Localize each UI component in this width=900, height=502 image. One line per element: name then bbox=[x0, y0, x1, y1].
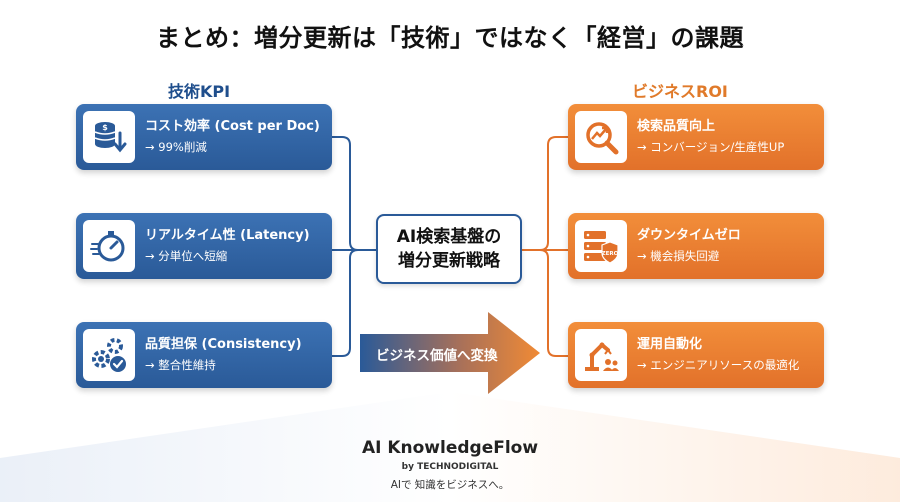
right-heading: ビジネスROI bbox=[632, 82, 728, 101]
center-line-1: AI検索基盤の bbox=[396, 227, 502, 247]
card-subtitle: → コンバージョン/生産性UP bbox=[637, 140, 785, 154]
zero-badge: ZERO bbox=[602, 251, 619, 257]
gears-check-icon bbox=[83, 329, 135, 381]
roi-card-search-quality: 検索品質向上 → コンバージョン/生産性UP bbox=[568, 104, 824, 170]
center-strategy-box: AI検索基盤の 増分更新戦略 bbox=[376, 214, 522, 284]
kpi-card-consistency: 品質担保 (Consistency) → 整合性維持 bbox=[76, 322, 332, 388]
brand-name: AI KnowledgeFlow bbox=[361, 438, 539, 458]
card-title: 運用自動化 bbox=[637, 337, 703, 352]
kpi-card-cost: $ コスト効率 (Cost per Doc) → 99%削減 bbox=[76, 104, 332, 170]
brand-tagline: AIで 知識をビジネスへ。 bbox=[390, 479, 510, 491]
card-subtitle: → 分単位へ短縮 bbox=[145, 249, 228, 263]
left-heading: 技術KPI bbox=[168, 82, 231, 101]
robot-arm-icon bbox=[575, 329, 627, 381]
card-title: コスト効率 (Cost per Doc) bbox=[145, 119, 320, 134]
card-subtitle: → 99%削減 bbox=[145, 140, 207, 154]
roi-card-zero-downtime: ZERO ダウンタイムゼロ → 機会損失回避 bbox=[568, 213, 824, 279]
roi-card-automation: 運用自動化 → エンジニアリソースの最適化 bbox=[568, 322, 824, 388]
magnifier-growth-icon bbox=[575, 111, 627, 163]
card-title: リアルタイム性 (Latency) bbox=[145, 228, 310, 243]
transform-arrow bbox=[360, 312, 540, 394]
card-title: 品質担保 (Consistency) bbox=[145, 337, 302, 352]
coin-stack-down-icon: $ bbox=[83, 111, 135, 163]
card-subtitle: → エンジニアリソースの最適化 bbox=[637, 358, 800, 372]
center-line-2: 増分更新戦略 bbox=[398, 251, 500, 271]
card-subtitle: → 機会損失回避 bbox=[637, 249, 720, 263]
card-subtitle: → 整合性維持 bbox=[145, 358, 216, 372]
svg-text:$: $ bbox=[102, 123, 108, 132]
card-title: 検索品質向上 bbox=[637, 119, 716, 134]
kpi-card-latency: リアルタイム性 (Latency) → 分単位へ短縮 bbox=[76, 213, 332, 279]
page-title: まとめ：増分更新は「技術」ではなく「経営」の課題 bbox=[156, 24, 744, 52]
brand-company: by TECHNODIGITAL bbox=[401, 462, 499, 472]
card-title: ダウンタイムゼロ bbox=[637, 228, 741, 243]
arrow-label: ビジネス価値へ変換 bbox=[376, 348, 498, 364]
server-shield-zero-icon: ZERO bbox=[575, 220, 627, 272]
stopwatch-icon bbox=[83, 220, 135, 272]
